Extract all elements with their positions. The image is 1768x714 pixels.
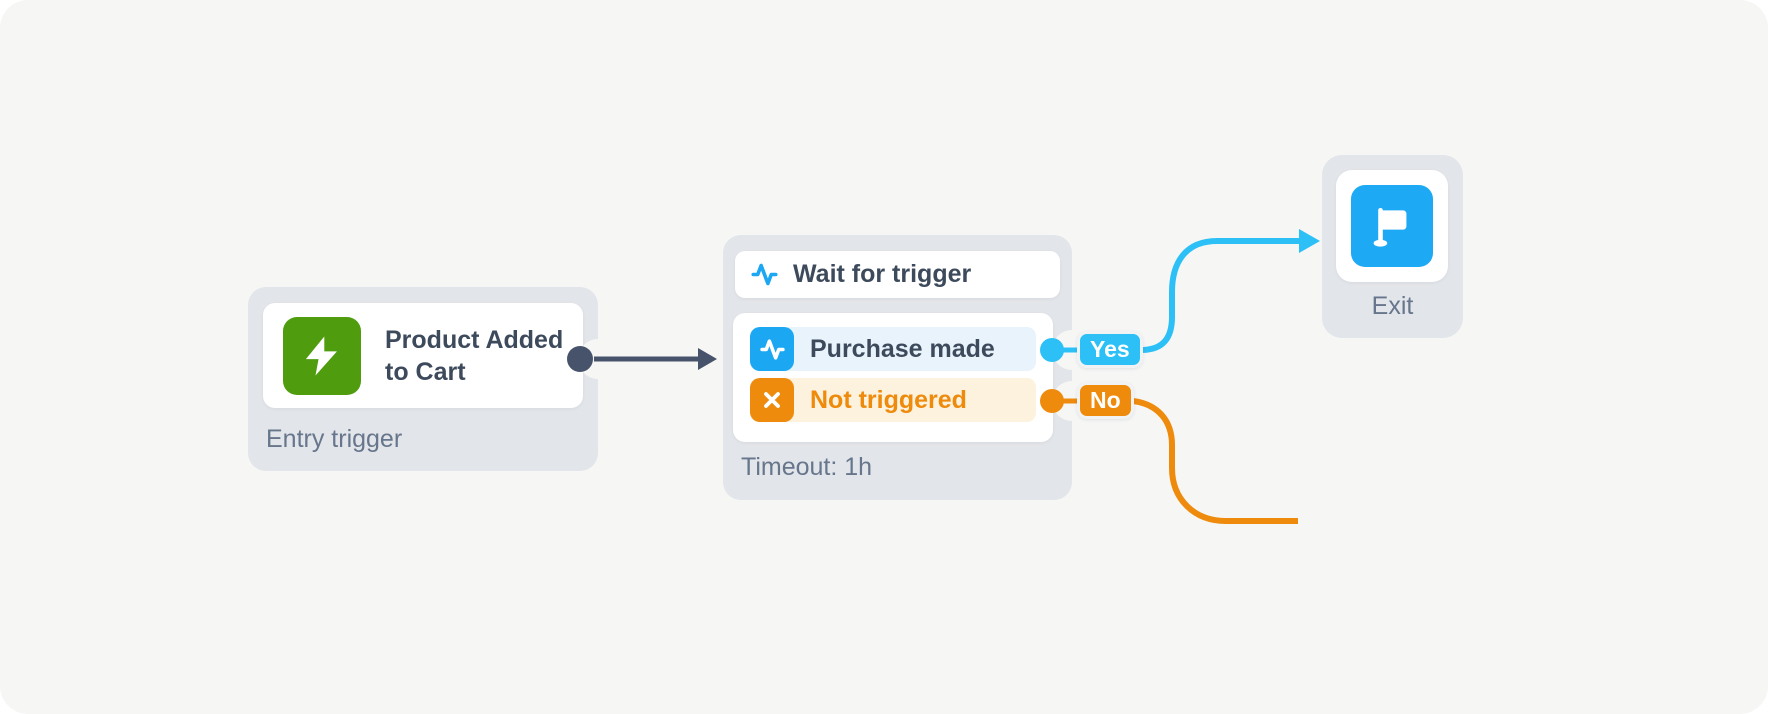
exit-node-label: Exit (1371, 292, 1414, 320)
flag-icon (1351, 185, 1433, 267)
arrowhead-icon (698, 348, 717, 370)
exit-card[interactable] (1336, 170, 1448, 282)
yes-connector (1138, 238, 1303, 353)
activity-icon (750, 327, 794, 371)
entry-trigger-label: Entry trigger (266, 425, 403, 453)
wait-node-title: Wait for trigger (793, 260, 972, 288)
cross-icon (750, 378, 794, 422)
branches-panel: Purchase made Not triggered (733, 313, 1053, 442)
yes-branch-badge[interactable]: Yes (1077, 331, 1143, 368)
entry-trigger-card[interactable]: Product Added to Cart (263, 303, 583, 408)
entry-trigger-title: Product Added to Cart (385, 325, 564, 386)
branch-purchase-made[interactable]: Purchase made (750, 327, 1036, 371)
branch-not-triggered[interactable]: Not triggered (750, 378, 1036, 422)
wait-for-trigger-node[interactable]: Wait for trigger Purchase made Not trigg… (723, 235, 1072, 500)
wait-timeout-label: Timeout: 1h (741, 453, 873, 481)
no-branch-badge[interactable]: No (1077, 382, 1134, 419)
arrowhead-icon (1299, 229, 1320, 253)
lightning-icon (283, 316, 361, 395)
exit-node[interactable]: Exit (1322, 155, 1463, 338)
no-connector (1132, 398, 1298, 524)
entry-trigger-node[interactable]: Product Added to Cart Entry trigger (248, 287, 598, 471)
branch-label: Purchase made (810, 334, 995, 363)
branch-label: Not triggered (810, 385, 967, 414)
wait-node-header[interactable]: Wait for trigger (735, 251, 1060, 298)
activity-icon (751, 261, 778, 288)
